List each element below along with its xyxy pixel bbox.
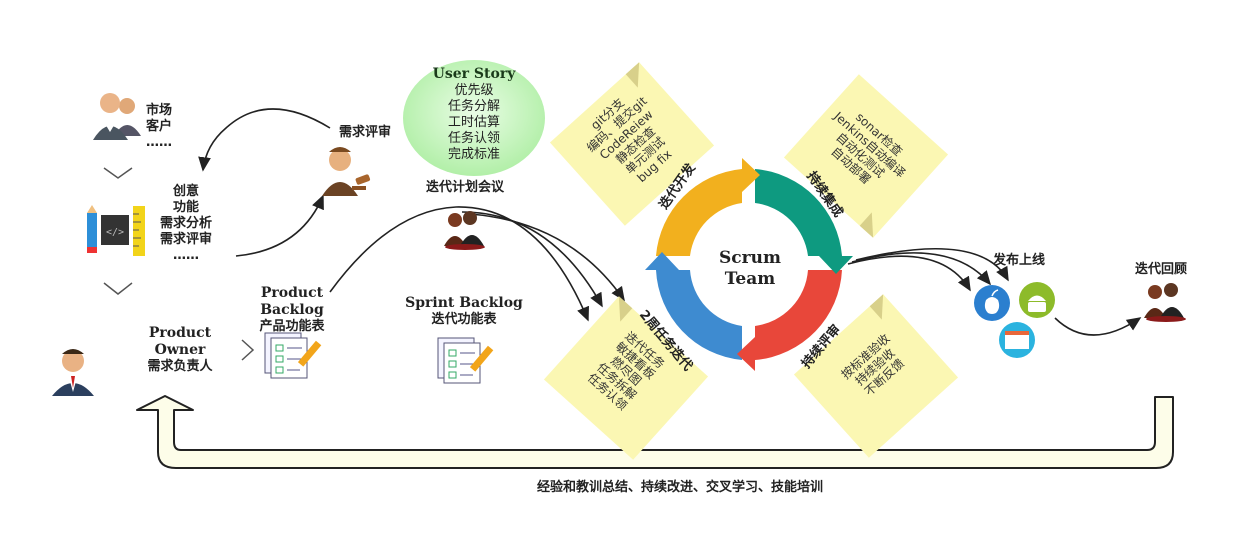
segment-dev bbox=[656, 169, 742, 256]
retro-arrow bbox=[1054, 317, 1142, 336]
chevron-down-icon bbox=[103, 282, 133, 295]
meeting-icon bbox=[444, 211, 485, 250]
market-label: 市场 客户 …… bbox=[146, 103, 173, 150]
release-arrow bbox=[855, 247, 1009, 282]
backlog-arc-arrow bbox=[461, 211, 603, 308]
segment-ci bbox=[755, 169, 842, 256]
design-tools-icon: </> bbox=[87, 205, 145, 256]
backlog-arc-arrow bbox=[329, 206, 589, 322]
scrum-team-label: Scrum Team bbox=[719, 248, 781, 289]
backlog-arc-arrow bbox=[469, 213, 625, 302]
feedback-loop-label: 经验和教训总结、持续改进、交叉学习、技能培训 bbox=[536, 480, 823, 495]
user-story-text: User Story 优先级 任务分解 工时估算 任务认领 完成标准 bbox=[432, 66, 516, 162]
planning-meeting-label: 迭代计划会议 bbox=[426, 180, 505, 195]
user-story-bubble bbox=[403, 60, 545, 176]
release-label: 发布上线 bbox=[993, 253, 1046, 268]
sprint-backlog-checklist-icon bbox=[437, 337, 494, 384]
segment-iteration bbox=[656, 270, 742, 360]
customers-icon bbox=[93, 93, 141, 140]
retrospective-label: 迭代回顾 bbox=[1135, 262, 1188, 277]
idea-label: 创意 功能 需求分析 需求评审 …… bbox=[159, 184, 212, 263]
sprint-backlog-label: Sprint Backlog 迭代功能表 bbox=[405, 295, 523, 327]
chevron-right-icon bbox=[241, 339, 255, 361]
review-label: 需求评审 bbox=[339, 125, 392, 140]
feedback-loop-arrow bbox=[136, 395, 1174, 469]
svg-text:</>: </> bbox=[106, 227, 124, 238]
product-owner-label: Product Owner 需求负责人 bbox=[147, 325, 213, 374]
segment-review bbox=[755, 270, 842, 360]
release-arrow bbox=[847, 255, 971, 292]
review-arrow-bottom bbox=[235, 194, 324, 257]
review-arrow-top bbox=[198, 108, 331, 172]
apple-icon bbox=[974, 285, 1010, 321]
product-owner-icon bbox=[52, 349, 94, 396]
web-icon bbox=[999, 322, 1035, 358]
android-icon bbox=[1019, 282, 1055, 318]
retrospective-icon bbox=[1144, 283, 1186, 322]
chevron-down-icon bbox=[103, 167, 133, 179]
reviewer-icon bbox=[322, 147, 371, 196]
product-backlog-label: Product Backlog 产品功能表 bbox=[259, 285, 325, 334]
release-arrow bbox=[851, 252, 992, 286]
product-backlog-checklist-icon bbox=[264, 332, 322, 379]
scrum-ring bbox=[645, 158, 853, 371]
